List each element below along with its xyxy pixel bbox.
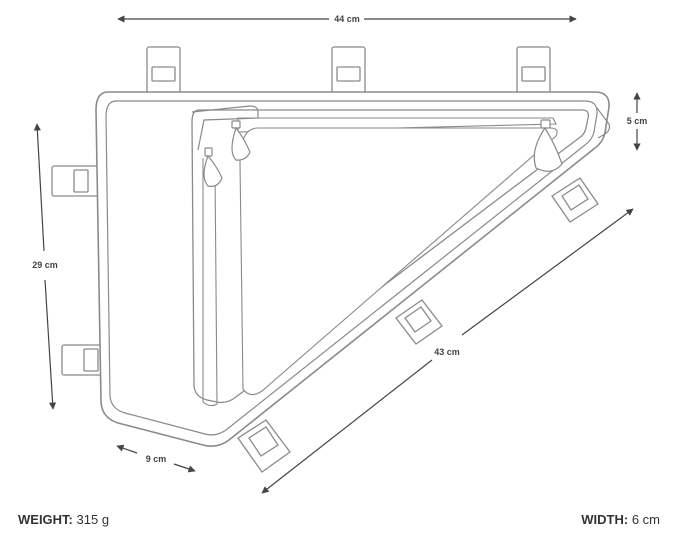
width-value: 6 cm (631, 512, 660, 527)
dimension-bottom: 9 cm (116, 444, 196, 473)
dimension-height-label: 29 cm (32, 260, 58, 270)
bag-top-right-tip (596, 107, 611, 139)
diagonal-strap-middle (395, 299, 443, 345)
top-strap-left (146, 46, 181, 94)
dimension-depth-small-label: 5 cm (627, 116, 648, 126)
dimension-diagonal: 43 cm (261, 208, 634, 494)
dimension-top-width: 44 cm (117, 14, 577, 24)
zipper-track-left (202, 158, 218, 407)
top-flap (191, 105, 259, 151)
zipper-pull-left-top-icon (231, 120, 251, 161)
width-label: WIDTH: (581, 512, 629, 527)
zipper-pull-right-icon (533, 119, 563, 172)
width-spec: WIDTH: 6 cm (581, 512, 660, 527)
diagonal-strap-lower (237, 419, 291, 473)
top-strap-right (516, 46, 551, 94)
weight-label: WEIGHT: (18, 512, 73, 527)
bag-inner-edge (105, 100, 598, 436)
left-strap-upper (51, 165, 103, 197)
left-strap-lower (61, 344, 111, 376)
inner-pocket (239, 127, 558, 396)
weight-value: 315 g (76, 512, 110, 527)
dimension-bottom-label: 9 cm (146, 454, 167, 464)
dimension-diagonal-label: 43 cm (434, 347, 460, 357)
zipper-pull-left-side-icon (203, 147, 223, 187)
dimension-depth-small: 5 cm (627, 92, 648, 151)
diagonal-strap-upper (551, 177, 599, 223)
top-strap-middle (331, 46, 366, 94)
dimension-top-width-label: 44 cm (334, 14, 360, 24)
weight-spec: WEIGHT: 315 g (18, 512, 109, 527)
dimension-height: 29 cm (32, 123, 58, 410)
